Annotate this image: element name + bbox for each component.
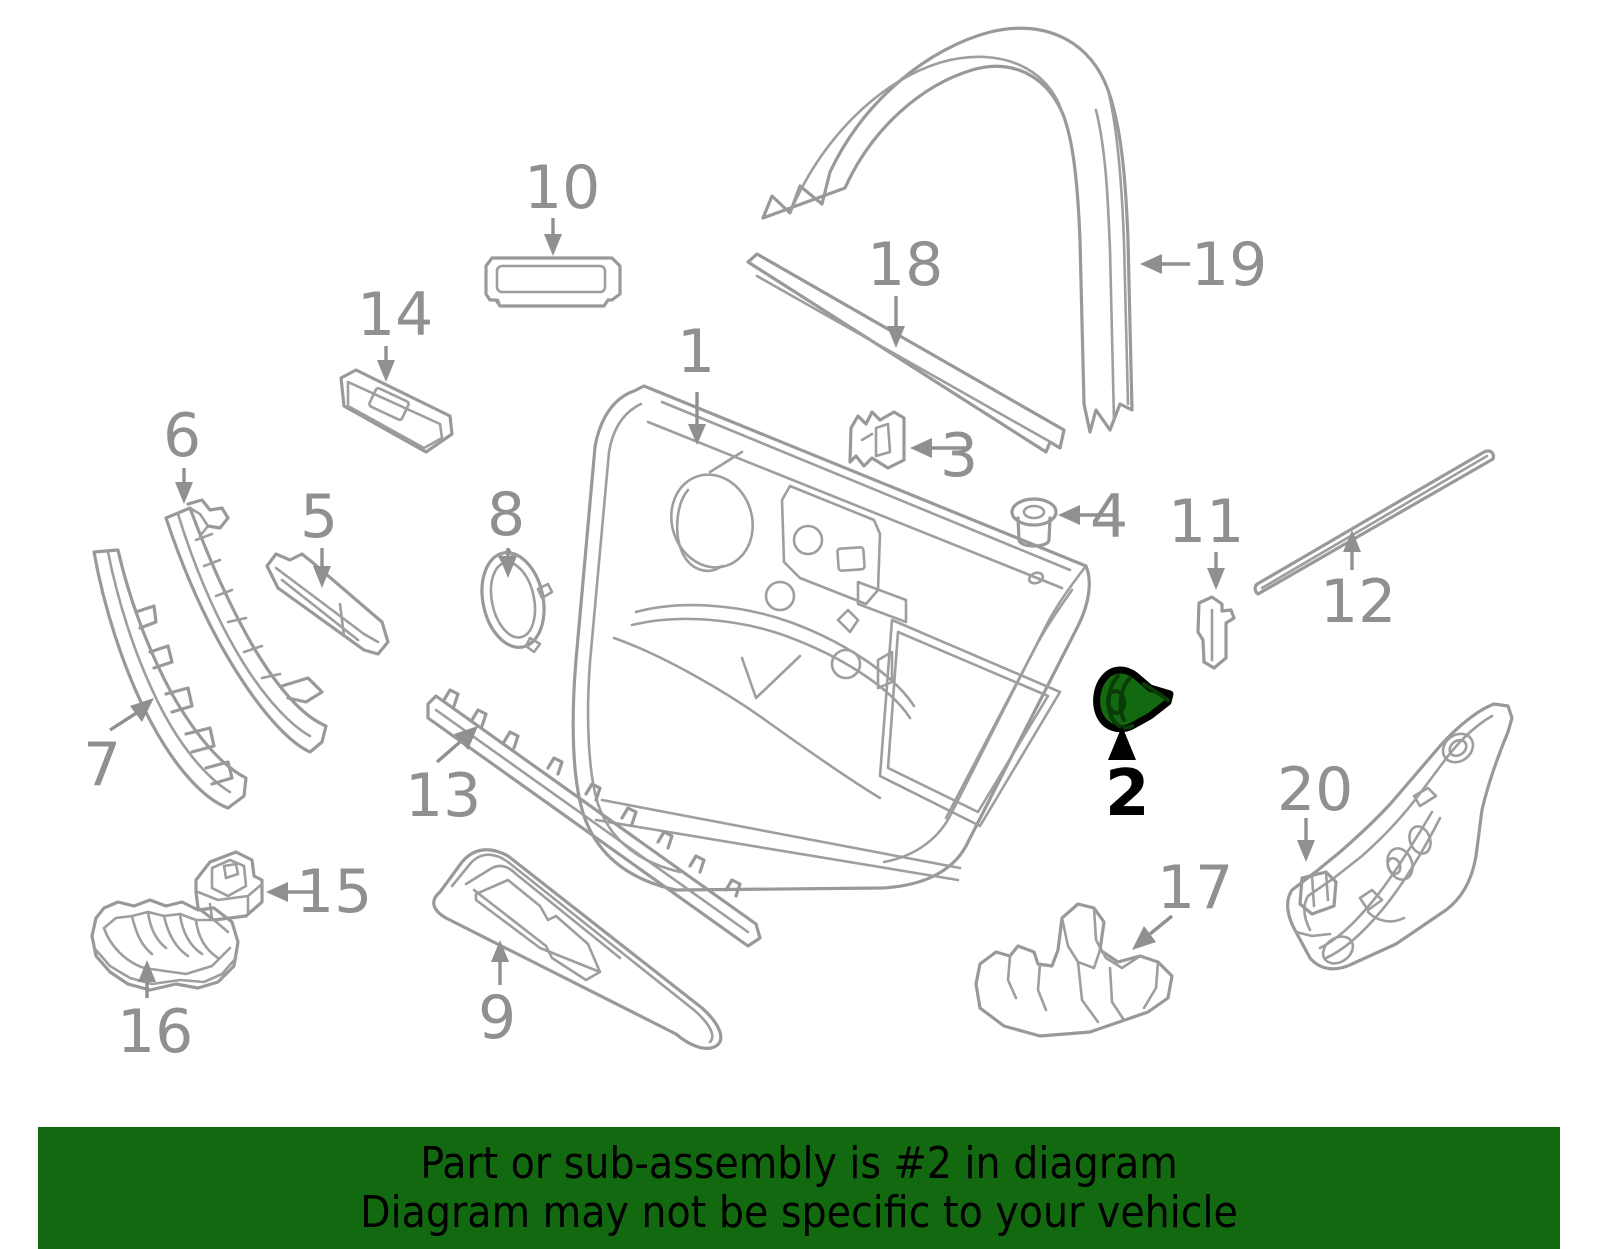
- callout-20[interactable]: 20: [1277, 755, 1354, 825]
- part-belt-molding: [746, 252, 1066, 454]
- part-curved-trim-lower: [92, 548, 248, 810]
- callout-7[interactable]: 7: [83, 730, 122, 800]
- leader-15: [266, 882, 318, 902]
- callout-8[interactable]: 8: [487, 480, 526, 550]
- part-window-switch-bezel: [339, 368, 454, 454]
- leader-10: [544, 218, 562, 256]
- part-switch-blank-panel: [484, 256, 622, 308]
- callout-1[interactable]: 1: [677, 317, 716, 387]
- part-armrest-pull-trim: [432, 848, 723, 1050]
- part-small-clip: [1196, 595, 1236, 670]
- leader-1: [688, 392, 706, 445]
- part-cap-grommet: [1010, 497, 1058, 548]
- part-clipped-trim-strip: [426, 688, 762, 948]
- leader-18: [887, 296, 905, 348]
- callout-12[interactable]: 12: [1320, 567, 1397, 637]
- leader-7: [109, 698, 154, 732]
- leader-19: [1140, 254, 1190, 274]
- callout-14[interactable]: 14: [357, 280, 434, 350]
- callout-2[interactable]: 2: [1105, 757, 1150, 831]
- callout-13[interactable]: 13: [405, 761, 482, 831]
- callout-10[interactable]: 10: [524, 153, 601, 223]
- leader-17: [1132, 914, 1174, 950]
- callout-16[interactable]: 16: [117, 997, 194, 1067]
- leader-6: [175, 468, 193, 504]
- leader-11: [1207, 552, 1225, 590]
- leader-3: [910, 438, 968, 458]
- callout-19[interactable]: 19: [1191, 230, 1268, 300]
- callout-15[interactable]: 15: [296, 857, 373, 927]
- callout-5[interactable]: 5: [300, 482, 339, 552]
- leader-8: [499, 548, 517, 578]
- leader-14: [377, 346, 395, 382]
- leader-16: [138, 960, 156, 998]
- callout-9[interactable]: 9: [478, 983, 517, 1053]
- callout-18[interactable]: 18: [867, 230, 944, 300]
- callout-17[interactable]: 17: [1157, 853, 1234, 923]
- leader-13: [435, 726, 478, 764]
- leader-20: [1297, 818, 1315, 862]
- callout-4[interactable]: 4: [1090, 482, 1129, 552]
- leader-4: [1058, 505, 1114, 525]
- part-curved-trim-upper: [164, 498, 328, 754]
- leader-5: [313, 548, 331, 588]
- leader-12: [1343, 530, 1361, 570]
- notice-line-1: Part or sub-assembly is #2 in diagram: [420, 1137, 1178, 1189]
- part-handle-trim: [265, 552, 390, 656]
- part-door-trim-panel: [571, 384, 1091, 892]
- part-grommet-plug-highlighted: [1093, 666, 1174, 733]
- part-single-window-switch: [194, 850, 264, 922]
- part-door-handle-carrier: [1286, 702, 1514, 971]
- leader-9: [491, 940, 509, 985]
- part-rod: [1253, 449, 1496, 596]
- part-master-window-switch: [90, 898, 240, 992]
- leader-2: [1108, 726, 1136, 760]
- notice-banner: Part or sub-assembly is #2 in diagram Di…: [38, 1127, 1560, 1249]
- callout-11[interactable]: 11: [1168, 487, 1245, 557]
- part-window-frame-seal: [761, 26, 1134, 434]
- callout-6[interactable]: 6: [163, 401, 202, 471]
- notice-line-2: Diagram may not be specific to your vehi…: [360, 1187, 1238, 1238]
- part-retaining-clip: [848, 410, 906, 470]
- callout-3[interactable]: 3: [940, 421, 979, 491]
- part-bracket: [974, 902, 1174, 1038]
